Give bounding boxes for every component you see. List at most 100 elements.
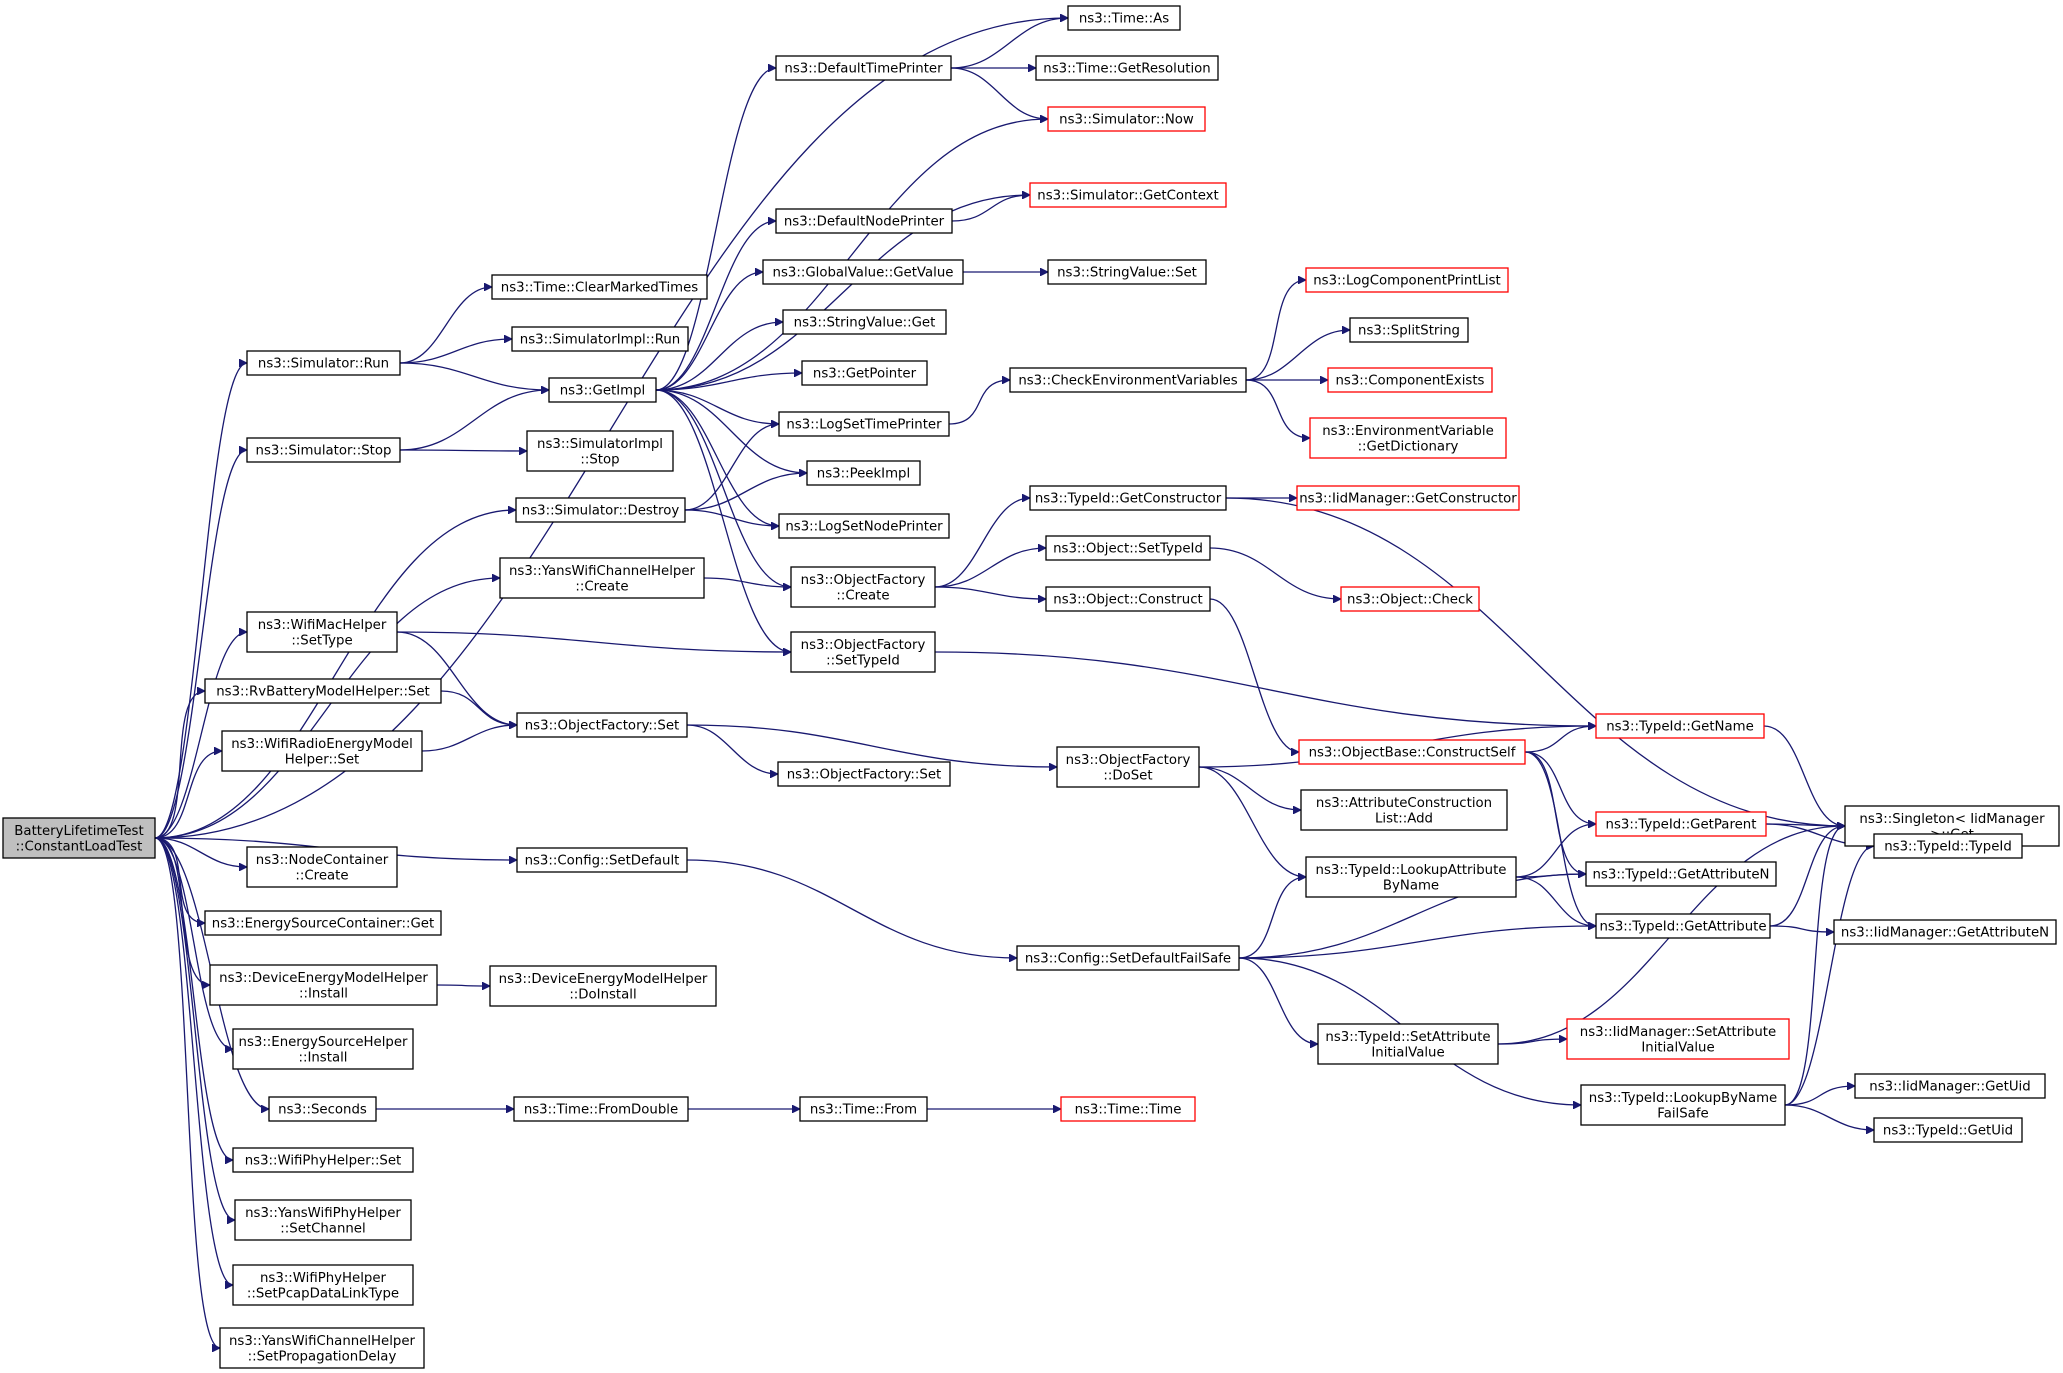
call-edge bbox=[655, 389, 779, 526]
node-object-factory-create[interactable]: ns3::ObjectFactory::Create bbox=[790, 566, 936, 608]
node-wifi-phy-set[interactable]: ns3::WifiPhyHelper::Set bbox=[232, 1147, 414, 1173]
node-rv-battery-set[interactable]: ns3::RvBatteryModelHelper::Set bbox=[204, 678, 442, 704]
node-box bbox=[1047, 259, 1207, 285]
node-typeid-get-parent[interactable]: ns3::TypeId::GetParent bbox=[1595, 811, 1767, 837]
node-label: ns3::SimulatorImpl bbox=[537, 437, 663, 452]
node-box bbox=[1009, 367, 1247, 393]
node-config-set-default[interactable]: ns3::Config::SetDefault bbox=[516, 847, 688, 873]
node-simulator-run[interactable]: ns3::Simulator::Run bbox=[246, 350, 401, 376]
node-simulator-now[interactable]: ns3::Simulator::Now bbox=[1047, 106, 1206, 132]
node-global-value-get-value[interactable]: ns3::GlobalValue::GetValue bbox=[762, 259, 964, 285]
node-seconds[interactable]: ns3::Seconds bbox=[268, 1096, 377, 1122]
node-label: ns3::IidManager::SetAttribute bbox=[1580, 1025, 1776, 1040]
node-check-env-vars[interactable]: ns3::CheckEnvironmentVariables bbox=[1009, 367, 1247, 393]
node-label: ns3::DefaultTimePrinter bbox=[784, 62, 943, 77]
node-get-impl[interactable]: ns3::GetImpl bbox=[548, 377, 657, 403]
node-device-energy-install[interactable]: ns3::DeviceEnergyModelHelper::Install bbox=[209, 964, 438, 1006]
node-log-set-time-printer[interactable]: ns3::LogSetTimePrinter bbox=[778, 411, 950, 437]
node-objectbase-construct-self[interactable]: ns3::ObjectBase::ConstructSelf bbox=[1298, 739, 1526, 765]
node-typeid-get-attribute-n[interactable]: ns3::TypeId::GetAttributeN bbox=[1585, 861, 1777, 887]
node-device-energy-do-install[interactable]: ns3::DeviceEnergyModelHelper::DoInstall bbox=[489, 965, 717, 1007]
edge-simulator_run-to-time_clear_marked bbox=[399, 287, 492, 364]
node-peek-impl[interactable]: ns3::PeekImpl bbox=[806, 460, 921, 486]
node-log-set-node-printer[interactable]: ns3::LogSetNodePrinter bbox=[778, 513, 950, 539]
node-energy-source-container-get[interactable]: ns3::EnergySourceContainer::Get bbox=[204, 910, 442, 936]
call-edge bbox=[1245, 379, 1310, 438]
edge-object_factory_do_set-to-attr_construction_list_add bbox=[1198, 766, 1301, 810]
node-typeid-get-constructor[interactable]: ns3::TypeId::GetConstructor bbox=[1029, 485, 1227, 511]
node-simulator-stop[interactable]: ns3::Simulator::Stop bbox=[246, 437, 401, 463]
call-edge bbox=[154, 837, 205, 923]
node-typeid-get-uid[interactable]: ns3::TypeId::GetUid bbox=[1873, 1117, 2023, 1143]
call-edge bbox=[436, 985, 490, 986]
node-label: ns3::LogSetNodePrinter bbox=[785, 520, 943, 535]
node-default-node-printer[interactable]: ns3::DefaultNodePrinter bbox=[775, 208, 953, 234]
node-label: ns3::EnvironmentVariable bbox=[1322, 424, 1494, 439]
node-string-value-get[interactable]: ns3::StringValue::Get bbox=[782, 309, 947, 335]
node-env-var-get-dict[interactable]: ns3::EnvironmentVariable::GetDictionary bbox=[1309, 417, 1507, 459]
edge-wifi_radio_energy_set-to-object_factory_set bbox=[421, 725, 517, 752]
node-box bbox=[209, 964, 438, 1006]
node-object-set-type-id[interactable]: ns3::Object::SetTypeId bbox=[1045, 535, 1211, 561]
node-time-as[interactable]: ns3::Time::As bbox=[1067, 5, 1181, 31]
node-time-from-double[interactable]: ns3::Time::FromDouble bbox=[513, 1096, 689, 1122]
node-time-clear-marked[interactable]: ns3::Time::ClearMarkedTimes bbox=[491, 274, 708, 300]
node-simulator-impl-run[interactable]: ns3::SimulatorImpl::Run bbox=[511, 326, 689, 352]
node-time-from[interactable]: ns3::Time::From bbox=[799, 1096, 928, 1122]
node-config-set-default-fail-safe[interactable]: ns3::Config::SetDefaultFailSafe bbox=[1016, 945, 1240, 971]
node-label: ns3::TypeId::GetAttributeN bbox=[1593, 868, 1770, 883]
node-iid-get-uid[interactable]: ns3::IidManager::GetUid bbox=[1854, 1073, 2046, 1099]
node-typeid-typeid[interactable]: ns3::TypeId::TypeId bbox=[1873, 833, 2023, 859]
node-object-factory-do-set[interactable]: ns3::ObjectFactory::DoSet bbox=[1056, 746, 1200, 788]
node-box bbox=[1309, 417, 1507, 459]
node-object-construct[interactable]: ns3::Object::Construct bbox=[1045, 586, 1211, 612]
node-box bbox=[548, 377, 657, 403]
edge-get_impl-to-get_pointer bbox=[655, 373, 802, 391]
node-get-pointer[interactable]: ns3::GetPointer bbox=[801, 360, 928, 386]
node-box bbox=[1585, 861, 1777, 887]
node-log-component-print-list[interactable]: ns3::LogComponentPrintList bbox=[1305, 267, 1509, 293]
call-edge bbox=[655, 389, 807, 473]
node-time-time[interactable]: ns3::Time::Time bbox=[1060, 1096, 1196, 1122]
node-object-check[interactable]: ns3::Object::Check bbox=[1340, 586, 1480, 612]
node-default-time-printer[interactable]: ns3::DefaultTimePrinter bbox=[775, 55, 952, 81]
node-label: ::SetType bbox=[291, 633, 352, 648]
node-box bbox=[268, 1096, 377, 1122]
node-simulator-impl-stop[interactable]: ns3::SimulatorImpl::Stop bbox=[526, 430, 674, 472]
node-time-get-resolution[interactable]: ns3::Time::GetResolution bbox=[1035, 55, 1219, 81]
node-iid-get-constructor[interactable]: ns3::IidManager::GetConstructor bbox=[1296, 485, 1520, 511]
node-typeid-get-attribute[interactable]: ns3::TypeId::GetAttribute bbox=[1595, 913, 1771, 939]
node-iid-set-attr-initial[interactable]: ns3::IidManager::SetAttributeInitialValu… bbox=[1566, 1018, 1790, 1060]
node-box bbox=[775, 208, 953, 234]
node-energy-source-install[interactable]: ns3::EnergySourceHelper::Install bbox=[232, 1028, 414, 1070]
node-label: ns3::LogComponentPrintList bbox=[1313, 274, 1501, 289]
node-split-string[interactable]: ns3::SplitString bbox=[1349, 317, 1469, 343]
node-simulator-get-context[interactable]: ns3::Simulator::GetContext bbox=[1029, 182, 1227, 208]
node-iid-get-attribute-n[interactable]: ns3::IidManager::GetAttributeN bbox=[1833, 919, 2057, 945]
node-node-container-create[interactable]: ns3::NodeContainer::Create bbox=[246, 846, 398, 888]
call-edge bbox=[1524, 751, 1596, 824]
node-label: ::ConstantLoadTest bbox=[16, 839, 143, 854]
node-object-factory-set[interactable]: ns3::ObjectFactory::Set bbox=[516, 712, 688, 738]
node-typeid-get-name[interactable]: ns3::TypeId::GetName bbox=[1595, 713, 1765, 739]
node-yans-channel-create[interactable]: ns3::YansWifiChannelHelper::Create bbox=[499, 557, 705, 599]
node-yans-channel-set-prop-delay[interactable]: ns3::YansWifiChannelHelper::SetPropagati… bbox=[219, 1327, 425, 1369]
node-simulator-destroy[interactable]: ns3::Simulator::Destroy bbox=[515, 497, 686, 523]
node-object-factory-set-type-id[interactable]: ns3::ObjectFactory::SetTypeId bbox=[790, 631, 936, 673]
node-yans-phy-set-channel[interactable]: ns3::YansWifiPhyHelper::SetChannel bbox=[234, 1199, 412, 1241]
node-box bbox=[782, 309, 947, 335]
node-string-value-set[interactable]: ns3::StringValue::Set bbox=[1047, 259, 1207, 285]
node-wifi-mac-set-type[interactable]: ns3::WifiMacHelper::SetType bbox=[246, 611, 398, 653]
call-edge bbox=[154, 363, 248, 839]
node-wifi-phy-set-pcap[interactable]: ns3::WifiPhyHelper::SetPcapDataLinkType bbox=[232, 1264, 414, 1306]
node-root[interactable]: BatteryLifetimeTest::ConstantLoadTest bbox=[2, 817, 156, 859]
node-object-factory-set2[interactable]: ns3::ObjectFactory::Set bbox=[777, 761, 951, 787]
call-edge bbox=[154, 578, 500, 839]
node-component-exists[interactable]: ns3::ComponentExists bbox=[1327, 367, 1493, 393]
call-edge bbox=[1784, 1104, 1874, 1130]
